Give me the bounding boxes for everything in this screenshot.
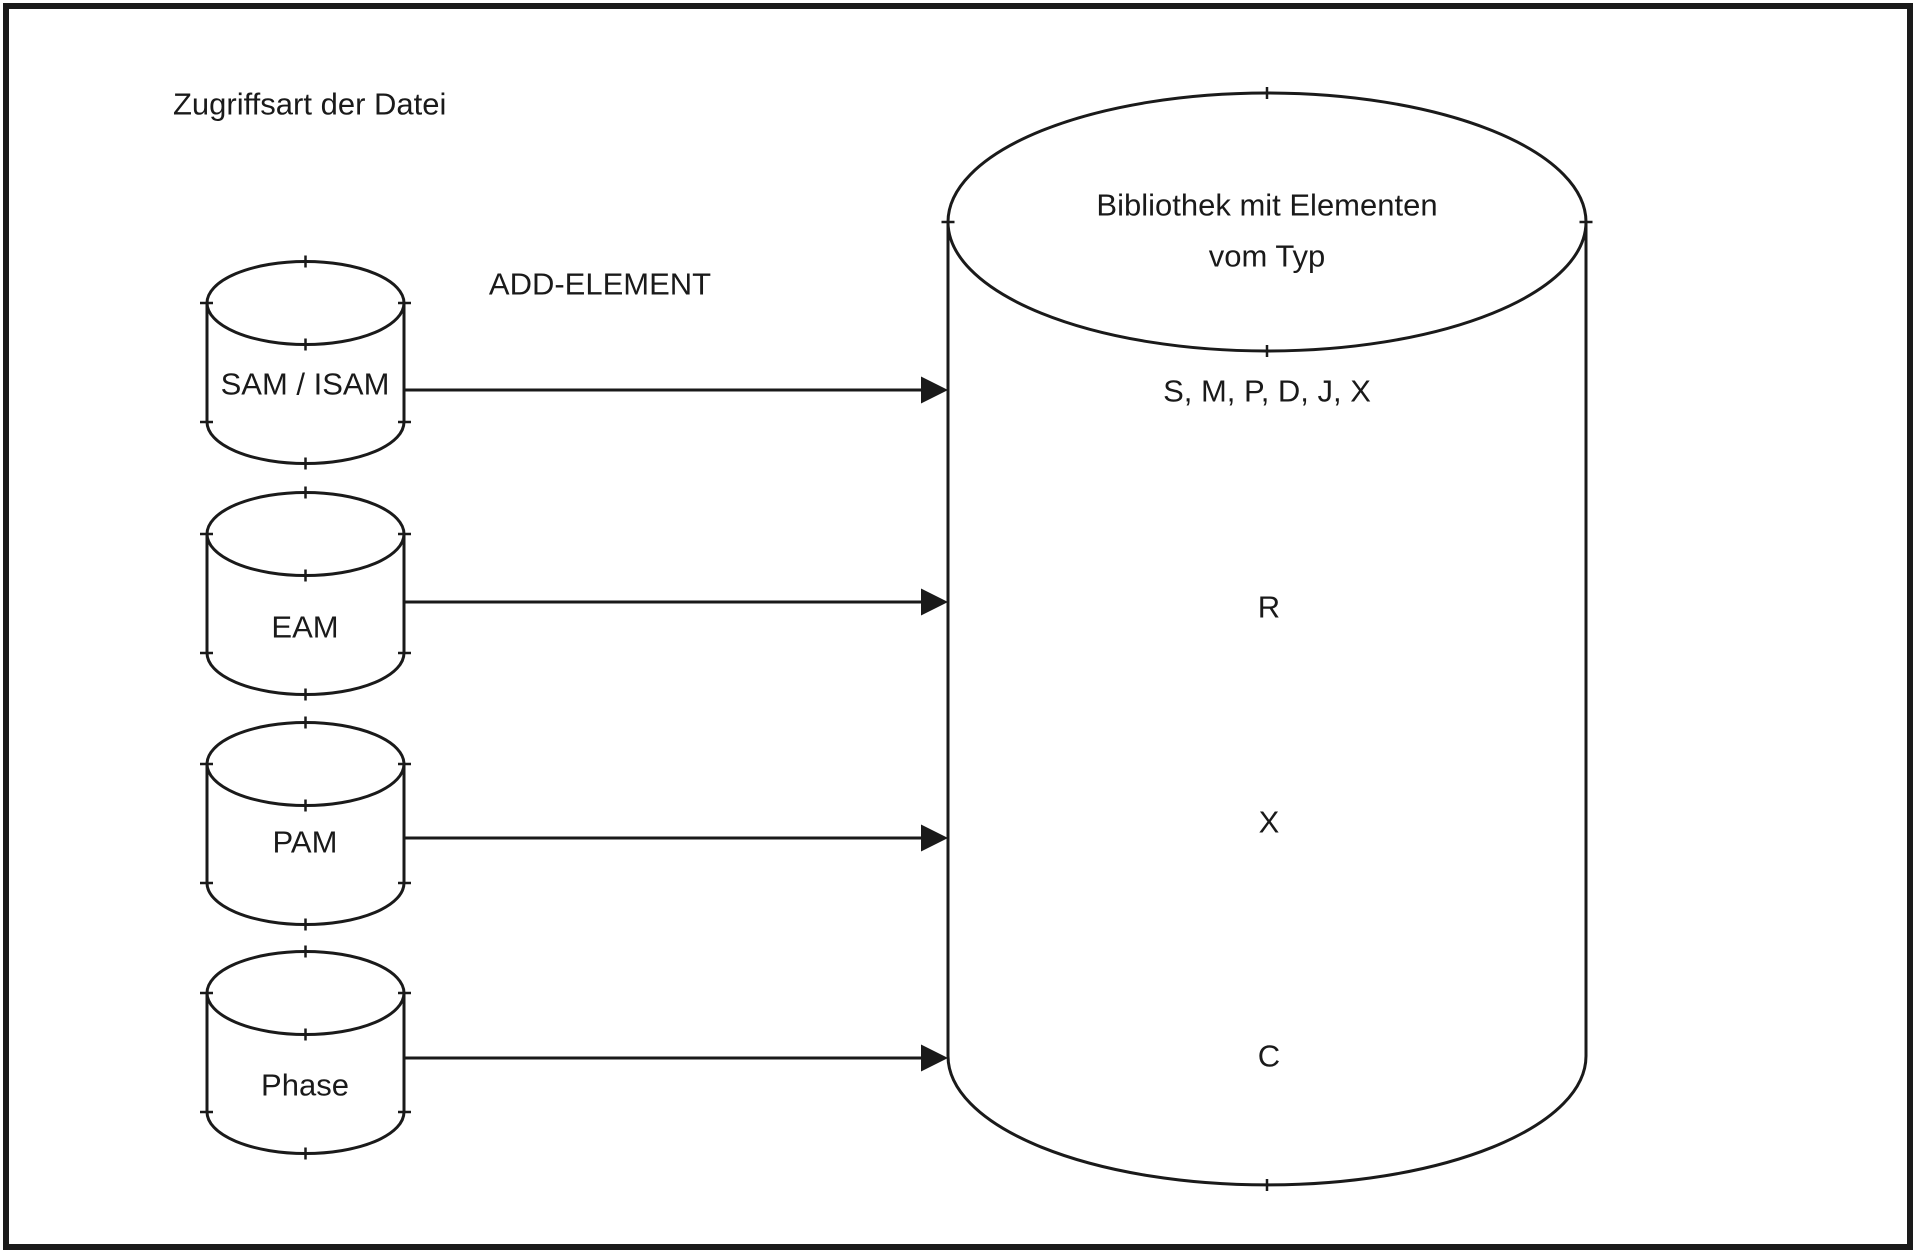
pam-label: PAM (272, 824, 338, 860)
arrow-pam-to-library (404, 824, 948, 852)
arrow-eam-to-library (404, 588, 948, 616)
phase-cylinder (198, 944, 413, 1161)
library-title-line1: Bibliothek mit Elementen (1096, 187, 1438, 223)
eam-label: EAM (271, 609, 339, 645)
phase-label: Phase (261, 1067, 349, 1103)
library-type-x: X (1258, 804, 1280, 840)
library-element-types: S, M, P, D, J, X (1163, 373, 1371, 409)
library-type-c: C (1257, 1038, 1281, 1074)
arrow-sam-isam-to-library (404, 376, 948, 404)
sam-isam-label: SAM / ISAM (220, 366, 390, 402)
sam-isam-cylinder (198, 254, 413, 471)
eam-cylinder (198, 485, 413, 702)
library-title-line2: vom Typ (1208, 238, 1326, 274)
diagram-title: Zugriffsart der Datei (173, 86, 447, 122)
add-element-command-label: ADD-ELEMENT (488, 266, 712, 302)
library-cylinder (941, 87, 1593, 1191)
library-type-r: R (1257, 589, 1281, 625)
arrow-phase-to-library (404, 1044, 948, 1072)
